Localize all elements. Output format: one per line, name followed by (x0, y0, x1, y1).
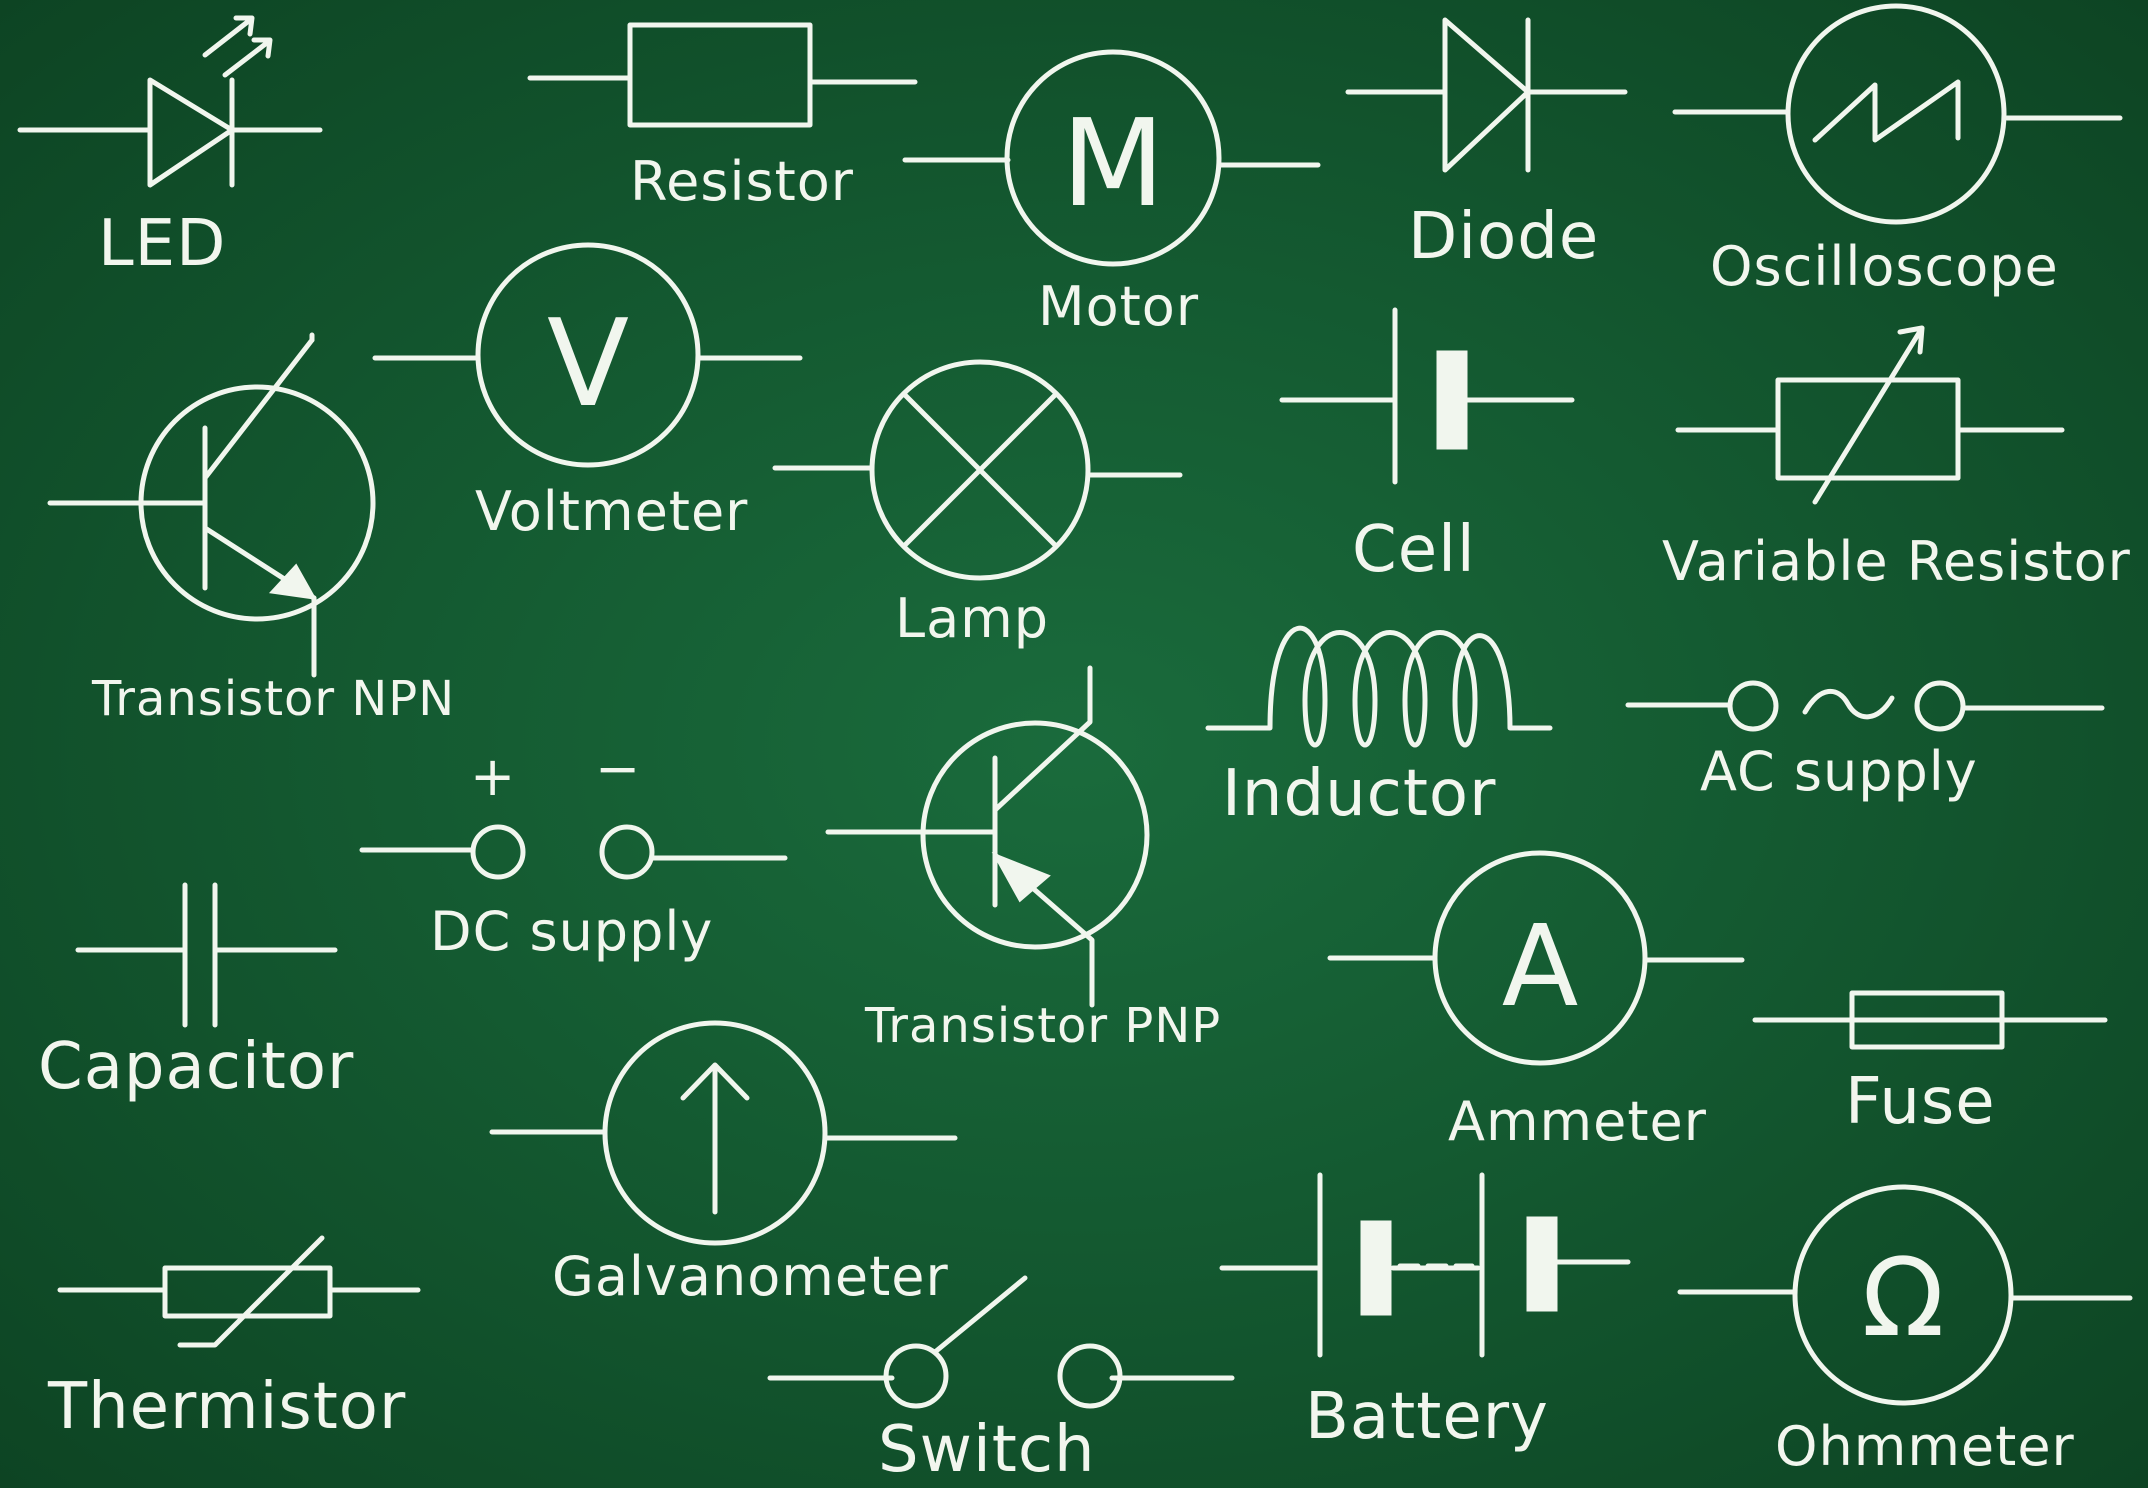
ac-supply-symbol (1625, 680, 2105, 732)
transistor-npn-symbol (47, 332, 376, 678)
dc-supply-symbol (359, 824, 788, 880)
label-motor: Motor (1038, 275, 1200, 338)
cell-symbol (1279, 307, 1575, 485)
label-cell: Cell (1352, 513, 1476, 587)
resistor-symbol (527, 22, 918, 128)
label-dc-plus: + (470, 745, 517, 808)
transistor-pnp-symbol (825, 665, 1150, 1008)
label-galvanometer: Galvanometer (552, 1245, 949, 1308)
voltmeter-symbol: V (372, 242, 803, 468)
ohmmeter-letter: Ω (1862, 1236, 1945, 1361)
label-transistor-npn: Transistor NPN (92, 671, 456, 727)
label-ammeter: Ammeter (1448, 1090, 1707, 1153)
thermistor-symbol (57, 1235, 421, 1348)
variable-resistor-symbol (1675, 325, 2065, 505)
label-dc-supply: DC supply (430, 900, 714, 963)
motor-letter: M (1061, 95, 1165, 234)
led-symbol (17, 15, 323, 188)
label-variable-resistor: Variable Resistor (1662, 530, 2131, 593)
ohmmeter-symbol: Ω (1677, 1184, 2133, 1406)
label-ohmmeter: Ohmmeter (1775, 1415, 2075, 1478)
label-resistor: Resistor (630, 150, 854, 213)
label-voltmeter: Voltmeter (475, 480, 749, 543)
diode-symbol (1345, 17, 1628, 173)
capacitor-symbol (75, 882, 338, 1028)
label-capacitor: Capacitor (38, 1030, 355, 1104)
label-inductor: Inductor (1222, 757, 1497, 831)
label-led: LED (98, 207, 227, 281)
label-fuse: Fuse (1845, 1065, 1996, 1139)
galvanometer-symbol (489, 1020, 958, 1246)
inductor-symbol (1205, 625, 1553, 748)
label-thermistor: Thermistor (48, 1370, 407, 1444)
label-transistor-pnp: Transistor PNP (865, 998, 1222, 1054)
ammeter-symbol: A (1327, 850, 1745, 1066)
motor-symbol: M (902, 49, 1321, 267)
lamp-symbol (772, 359, 1183, 581)
battery-symbol (1219, 1172, 1631, 1358)
ammeter-letter: A (1502, 902, 1579, 1032)
label-oscilloscope: Oscilloscope (1710, 235, 2059, 298)
oscilloscope-symbol (1672, 3, 2123, 225)
label-battery: Battery (1305, 1380, 1549, 1454)
label-lamp: Lamp (895, 587, 1050, 650)
fuse-symbol (1752, 990, 2108, 1050)
label-switch: Switch (878, 1413, 1096, 1487)
switch-symbol (767, 1275, 1235, 1409)
label-diode: Diode (1408, 200, 1600, 274)
voltmeter-letter: V (547, 295, 629, 434)
label-ac-supply: AC supply (1700, 740, 1978, 803)
label-dc-minus: − (595, 737, 642, 800)
